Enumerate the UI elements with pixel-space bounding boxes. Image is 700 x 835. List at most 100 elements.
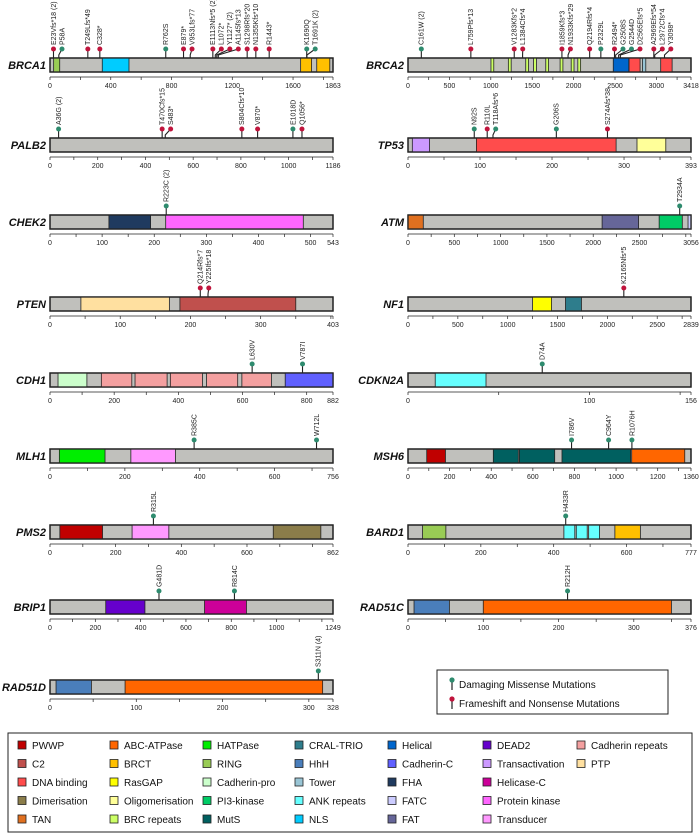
legend-label: FATC — [402, 797, 427, 808]
legend-swatch — [202, 740, 212, 750]
gene-name: BRCA2 — [366, 60, 404, 72]
legend-swatch — [576, 740, 586, 750]
mutation-label: V870* — [255, 106, 262, 125]
tick-label: 2500 — [649, 322, 665, 329]
tick-label: 500 — [305, 240, 317, 247]
tick-label: 0 — [48, 550, 52, 557]
legend-swatch — [387, 759, 397, 768]
missense-legend-label: Damaging Missense Mutations — [459, 680, 596, 691]
truncating-mutation-lollipop: R1443* — [267, 21, 274, 58]
mutation-head — [168, 126, 174, 132]
domain-abc-atpase — [482, 599, 672, 615]
tick-label: 400 — [140, 163, 152, 170]
legend-label: Tower — [309, 778, 336, 789]
missense-mutation-lollipop: G2544D — [618, 19, 636, 58]
legend-label: Transducer — [497, 815, 548, 826]
truncating-mutation-lollipop: L2972Cfs*4 — [654, 8, 667, 58]
mutation-head — [197, 285, 203, 291]
tick-label: 1000 — [493, 240, 509, 247]
mutation-label: S804Cfs*10 — [239, 88, 246, 125]
legend-item-ring: RING — [202, 759, 242, 771]
truncating-mutation-lollipop: S1298Rfs*20 — [245, 4, 252, 58]
gene-name: PALB2 — [11, 140, 46, 152]
protein-bar — [49, 599, 334, 615]
mutation-head — [159, 126, 165, 132]
missense-mutation-lollipop: A36G (2) — [56, 97, 63, 138]
domain-tan — [407, 214, 424, 230]
legend-label: Protein kinase — [497, 797, 561, 808]
mutation-label: D74A — [540, 342, 547, 360]
legend-item-cadherin-c: Cadherin-C — [387, 759, 453, 771]
missense-mutation-lollipop: E1018D — [290, 100, 297, 138]
tick-label: 1500 — [524, 83, 540, 90]
mutation-head — [266, 46, 272, 52]
mutation-head — [85, 46, 91, 52]
domain-hhh — [413, 599, 450, 615]
tick-label: 1360 — [683, 474, 699, 481]
mutation-head — [606, 437, 612, 443]
mutation-head — [163, 203, 169, 209]
tick-label: 2000 — [566, 83, 582, 90]
tick-label: 0 — [406, 550, 410, 557]
truncating-mutation-lollipop: Q214Rfs*7 — [198, 250, 205, 297]
tick-label: 600 — [621, 550, 633, 557]
gene-name: MSH6 — [373, 451, 404, 463]
mutation-head — [181, 46, 187, 52]
tick-label: 1500 — [550, 322, 566, 329]
mutation-label: T118Afs*6 — [493, 93, 500, 125]
mutation-head — [565, 588, 571, 594]
mutation-label: N1355Kfs*10 — [253, 4, 260, 45]
mutation-label: G2508S — [620, 19, 627, 45]
legend-swatch — [202, 777, 212, 787]
legend-item-dna-binding: DNA binding — [17, 777, 88, 789]
mutation-label: P2329L — [598, 21, 605, 45]
mutation-head — [189, 46, 195, 52]
gene-name: PMS2 — [16, 527, 46, 539]
legend-swatch — [387, 814, 397, 824]
mutation-label: T249Lfs*49 — [85, 9, 92, 45]
tick-label: 376 — [685, 625, 697, 632]
tick-label: 300 — [255, 322, 267, 329]
legend-swatch — [202, 814, 212, 824]
tick-label: 200 — [185, 322, 197, 329]
mutation-head — [150, 513, 156, 519]
legend-swatch — [576, 759, 586, 768]
legend-label: FAT — [402, 815, 420, 826]
legend-label: DNA binding — [32, 778, 88, 789]
mutation-head — [191, 437, 197, 443]
mutation-head — [156, 588, 162, 594]
domain-helical — [612, 57, 630, 73]
mutation-head — [218, 46, 224, 52]
mutation-label: D2565Efs*5 — [637, 8, 644, 45]
missense-mutation-lollipop: P58A — [58, 28, 66, 58]
truncating-mutation-lollipop: I1859Kfs*3 — [559, 11, 566, 58]
legend-swatch — [109, 740, 119, 750]
domain-fat — [601, 214, 639, 230]
mutation-label: V953Lfs*77 — [189, 9, 196, 45]
domain-tower — [641, 57, 647, 73]
domain-brct — [316, 57, 331, 73]
mutation-head — [637, 46, 643, 52]
tick-label: 500 — [444, 83, 456, 90]
legend-swatch — [109, 759, 119, 768]
missense-mutation-lollipop: R315L — [151, 491, 158, 525]
legend-item-brct: BRCT — [109, 759, 151, 771]
mutation-head — [651, 46, 657, 52]
truncating-mutation-lollipop: V870* — [255, 106, 262, 138]
mutation-label: T2934A — [677, 177, 684, 202]
tick-label: 2000 — [600, 322, 616, 329]
missense-mutation-lollipop: V787I — [300, 342, 307, 373]
truncating-mutation-lollipop: Y3098* — [663, 22, 675, 58]
mutation-label: L1384Cfs*4 — [520, 8, 527, 45]
mutation-head — [244, 46, 250, 52]
tick-label: 600 — [241, 550, 253, 557]
missense-mutation-lollipop: R762S — [163, 23, 170, 58]
mutation-head — [299, 126, 305, 132]
mutation-label: A1145fs*13 — [236, 9, 243, 45]
legend-item-cadherin-pro: Cadherin-pro — [202, 777, 276, 789]
mutation-head — [253, 46, 259, 52]
